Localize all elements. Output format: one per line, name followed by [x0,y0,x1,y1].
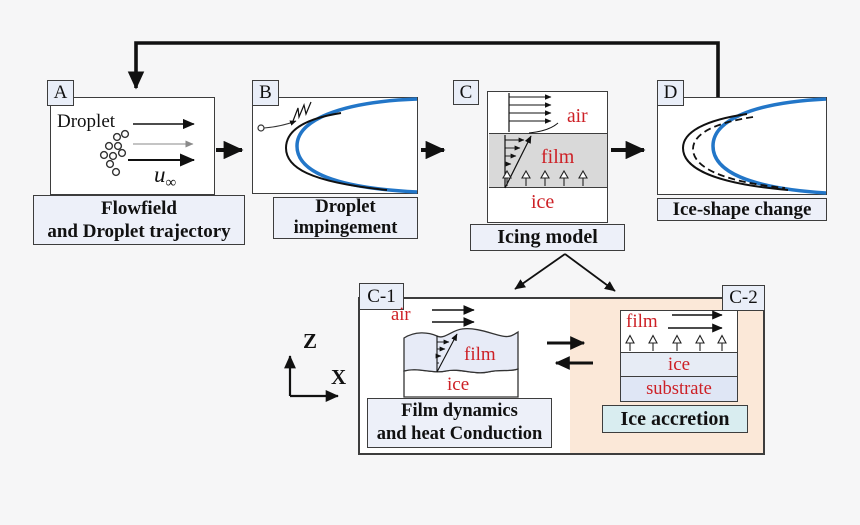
c2-ice-layer [621,352,737,377]
c2-film-label: film [626,311,658,332]
c2-substrate-layer [621,377,737,401]
panel-c-air-label: air [567,106,588,127]
c1-ice-label: ice [447,374,470,395]
panel-c1-caption-line1: Film dynamics [401,401,518,421]
panel-b-caption-line2: impingement [293,218,398,238]
panel-a-tag-label: A [53,82,68,103]
panel-d-tag-label: D [663,82,678,103]
c2-ice-label: ice [667,354,691,375]
panel-b-tag-label: B [259,82,272,103]
freestream-infinity: ∞ [165,175,177,191]
panel-a-droplet-label: Droplet [57,111,116,132]
panel-a-caption: Flowfield and Droplet trajectory [33,195,245,245]
c1-film-label: film [464,344,496,365]
arrow-icingmodel-to-c1 [514,253,566,290]
panel-b-caption: Droplet impingement [273,197,418,239]
panel-a-tag: A [47,80,74,106]
panel-c1-tag-label: C-1 [367,285,396,307]
z-axis-label: Z [303,329,318,353]
panel-c1-caption-line2: and heat Conduction [376,424,543,444]
x-axis-label: X [331,365,347,389]
panel-c-tag-label: C [459,81,473,103]
c1-air-label: air [391,305,411,325]
panel-d-box [657,97,827,195]
panel-c1-tag: C-1 [359,283,404,310]
panel-d-caption-label: Ice-shape change [672,198,812,220]
panel-c2-caption-label: Ice accretion [620,407,730,430]
panel-c-caption-label: Icing model [497,226,598,248]
panel-a-caption-line2: and Droplet trajectory [47,221,231,242]
arrow-icingmodel-to-c2 [564,253,616,292]
panel-c2-caption: Ice accretion [602,405,748,433]
c2-substrate-label: substrate [646,378,712,399]
panel-c-ice-label: ice [531,191,555,213]
freestream-u: u [154,162,166,187]
feedback-loop-arrow [127,41,720,97]
panel-c1-caption: Film dynamics and heat Conduction [367,398,552,448]
panel-c-caption: Icing model [470,224,625,251]
panel-d-tag: D [657,80,684,106]
panel-a-caption-line1: Flowfield [101,198,177,219]
panel-c-film-label: film [541,146,575,168]
panel-c2-tag-label: C-2 [729,287,758,308]
panel-c-tag: C [453,80,479,105]
panel-c2-tag: C-2 [722,285,765,311]
panel-b-box [252,97,418,194]
panel-b-tag: B [252,80,279,106]
panel-d-caption: Ice-shape change [657,198,827,221]
panel-a-freestream-symbol: u∞ [154,163,176,191]
panel-b-caption-line1: Droplet [315,197,376,217]
